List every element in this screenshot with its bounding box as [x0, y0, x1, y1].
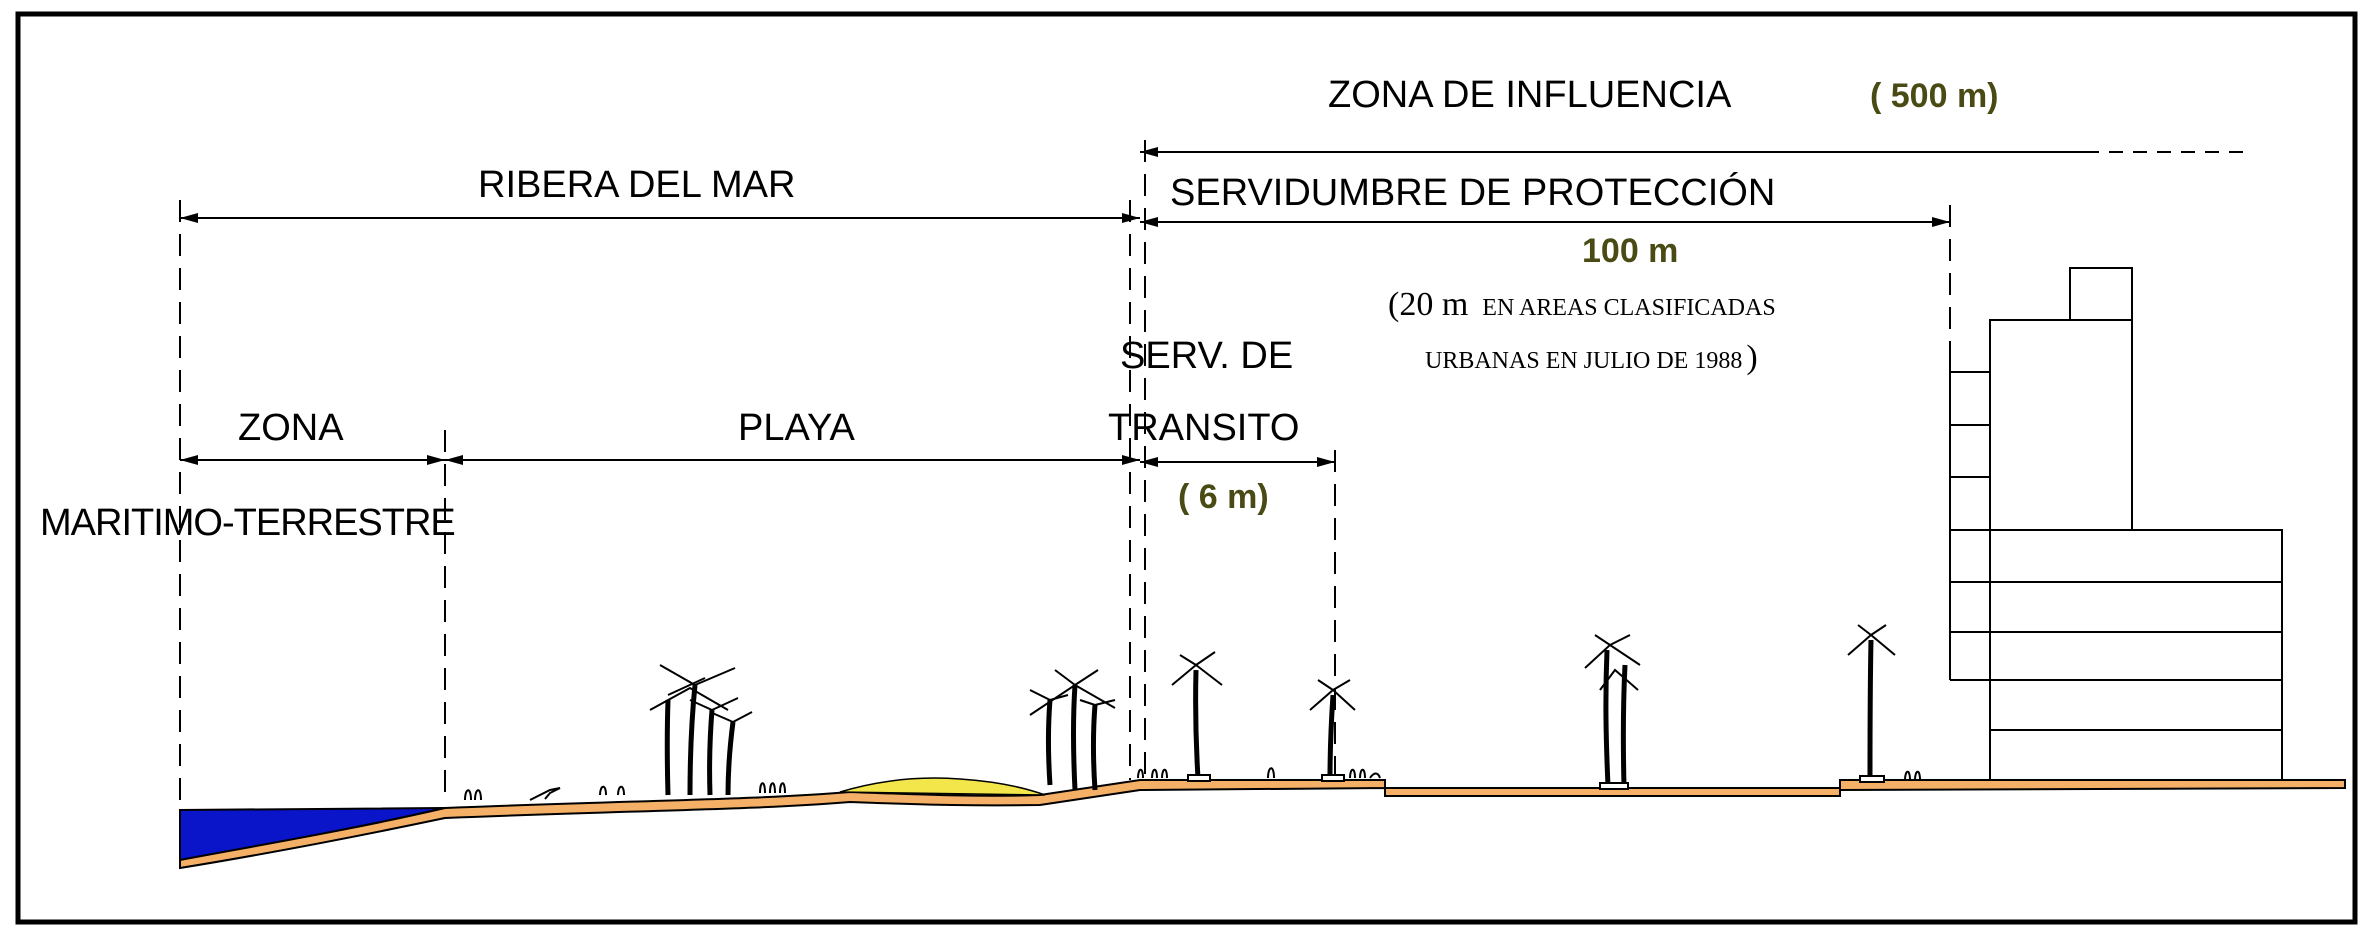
ground-profile — [179, 779, 2346, 870]
urban-note-text-1: EN AREAS CLASIFICADAS — [1482, 295, 1775, 321]
serv-transito-label-2: TRANSITO — [1108, 407, 1299, 449]
palm-trees — [649, 624, 1896, 796]
diagram-frame — [15, 11, 2358, 925]
proteccion-dim: 100 m — [1582, 232, 1678, 270]
zona-label: ZONA — [238, 407, 344, 449]
urban-note-text-2: URBANAS EN JULIO DE 1988 — [1425, 348, 1742, 374]
urban-note-close: ) — [1746, 339, 1757, 376]
ribera-del-mar-label: RIBERA DEL MAR — [478, 164, 795, 206]
zona-influencia-dim: ( 500 m) — [1870, 77, 1999, 115]
palm-tree-transit-1 — [1171, 651, 1223, 782]
transito-dim: ( 6 m) — [1178, 478, 1269, 516]
serv-transito-label-1: SERV. DE — [1120, 335, 1293, 377]
building — [1949, 267, 2283, 781]
maritimo-terrestre-label: MARITIMO-TERRESTRE — [40, 502, 455, 544]
dimension-lines — [180, 151, 2250, 463]
extension-lines — [179, 140, 1951, 800]
sand-dune — [839, 777, 1046, 796]
urban-note-value: (20 m — [1388, 286, 1468, 323]
palm-tree-group-left — [649, 664, 753, 796]
palm-tree-transit-2 — [1309, 679, 1356, 782]
zona-influencia-label: ZONA DE INFLUENCIA — [1328, 74, 1732, 116]
shrubs — [464, 767, 1921, 801]
arrowheads — [180, 147, 1950, 467]
urban-note-line2: URBANAS EN JULIO DE 1988 ) — [1425, 339, 1758, 376]
palm-tree-middle — [1584, 634, 1641, 790]
palm-tree-right — [1847, 624, 1896, 783]
palm-tree-group-center — [1029, 669, 1116, 791]
playa-label: PLAYA — [738, 407, 856, 449]
servidumbre-proteccion-label: SERVIDUMBRE DE PROTECCIÓN — [1170, 171, 1775, 214]
urban-note-line1: (20 m EN AREAS CLASIFICADAS — [1388, 286, 1776, 323]
